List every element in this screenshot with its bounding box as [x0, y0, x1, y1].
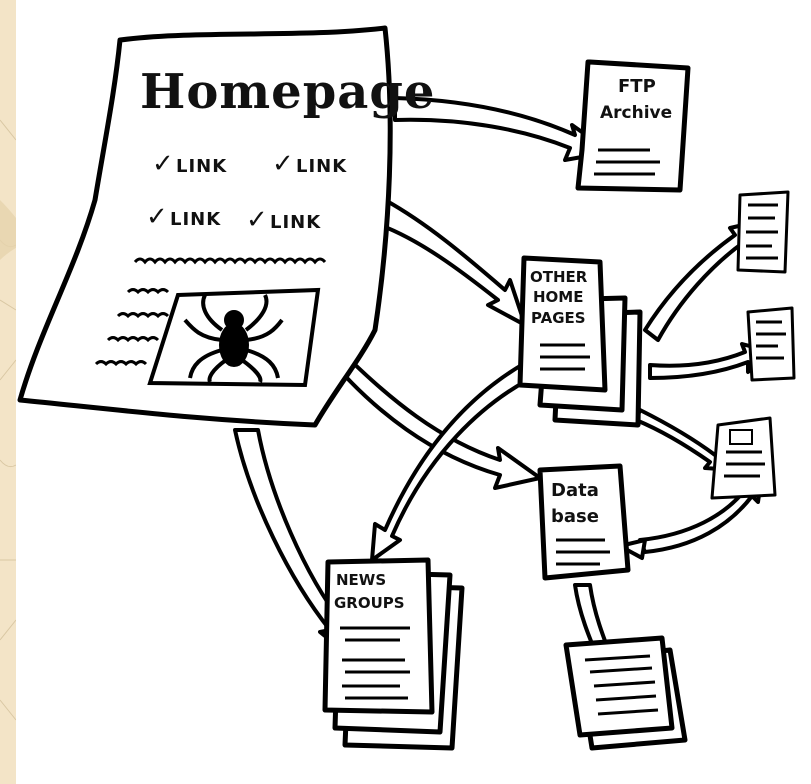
other-label-line1: OTHER	[530, 268, 588, 286]
spider-image	[150, 290, 318, 385]
check-icon: ✓	[272, 149, 294, 179]
ftp-archive-document: FTP Archive	[578, 62, 688, 190]
newsgroups-stack: NEWS GROUPS	[325, 560, 462, 748]
database-label-line1: Data	[551, 480, 599, 501]
link-label: LINK	[170, 209, 221, 230]
linked-doc-b	[748, 308, 794, 380]
check-icon: ✓	[246, 205, 268, 235]
linked-doc-c	[712, 418, 775, 498]
link-label: LINK	[270, 212, 321, 233]
database-label-line2: base	[551, 506, 599, 527]
bottom-document-stack	[566, 638, 685, 748]
link-label: LINK	[296, 156, 347, 177]
ftp-label-line1: FTP	[618, 76, 656, 97]
other-label-line3: PAGES	[531, 309, 586, 327]
news-label-line1: NEWS	[336, 571, 386, 589]
arrow-homepage-to-other-pages	[380, 200, 525, 325]
news-label-line2: GROUPS	[334, 594, 405, 612]
other-home-pages-stack: OTHER HOME PAGES	[520, 258, 640, 425]
other-label-line2: HOME	[533, 288, 583, 306]
ftp-label-line2: Archive	[600, 103, 672, 123]
link-label: LINK	[176, 156, 227, 177]
check-icon: ✓	[152, 149, 174, 179]
check-icon: ✓	[146, 202, 168, 232]
database-document: Data base	[540, 466, 628, 578]
linked-doc-a	[738, 192, 788, 272]
homepage-title: Homepage	[140, 64, 435, 120]
homepage-document: Homepage ✓ LINK ✓ LINK ✓ LINK ✓ LINK	[20, 28, 435, 425]
